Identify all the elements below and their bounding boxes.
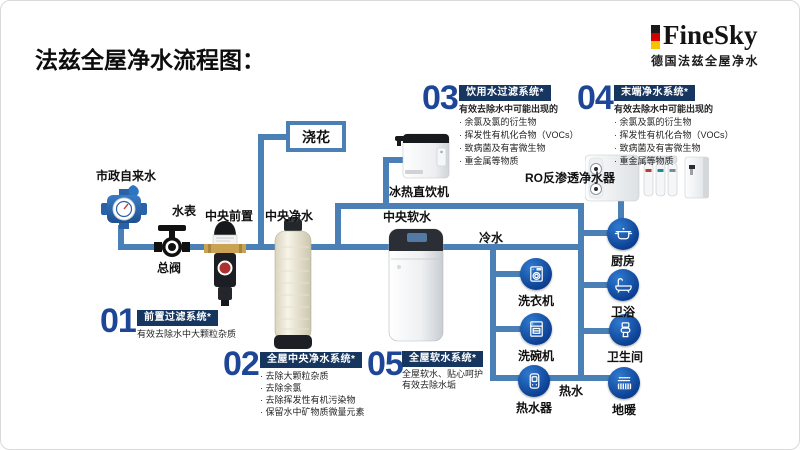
section-03-lines: 有效去除水中可能出现的 · 余氯及氯的衍生物 · 挥发性有机化合物（VOCs） … bbox=[459, 103, 579, 168]
pipe-toilet-stub bbox=[578, 328, 610, 334]
pipe-purified-riser bbox=[335, 203, 341, 247]
cold-water-label: 冷水 bbox=[479, 231, 504, 245]
pipe-dispenser-stub bbox=[383, 157, 403, 163]
floor-heating-label: 地暖 bbox=[611, 403, 636, 417]
section-03-line: · 挥发性有机化合物（VOCs） bbox=[459, 130, 579, 140]
section-01-line: 有效去除水中大颗粒杂质 bbox=[137, 329, 237, 339]
toilet-icon bbox=[620, 321, 630, 337]
bath-label: 卫浴 bbox=[610, 305, 635, 319]
hot-water-label: 热水 bbox=[559, 384, 584, 398]
main-valve-label: 总阀 bbox=[157, 261, 182, 275]
section-04-lines: 有效去除水中可能出现的 · 余氯及氯的衍生物 · 挥发性有机化合物（VOCs） … bbox=[614, 103, 734, 168]
heater-label: 热水器 bbox=[515, 401, 552, 415]
section-03-line: · 余氯及氯的衍生物 bbox=[459, 117, 537, 127]
kitchen-label: 厨房 bbox=[610, 254, 635, 268]
pot-icon bbox=[614, 227, 632, 239]
bathtub-icon bbox=[614, 277, 632, 293]
section-05-line: 有效去除水垢 bbox=[402, 380, 457, 390]
central-prefilter-label: 中央前置 bbox=[205, 209, 254, 223]
section-04-line: · 挥发性有机化合物（VOCs） bbox=[614, 130, 734, 140]
washer-node bbox=[520, 258, 552, 290]
pipe-watering-stub bbox=[258, 134, 288, 140]
water-meter-label: 水表 bbox=[172, 204, 197, 218]
section-02-lines: · 去除大颗粒杂质 · 去除余氯 · 去除挥发性有机污染物 · 保留水中矿物质微… bbox=[260, 370, 365, 418]
section-04-line: · 重金属等物质 bbox=[614, 156, 674, 166]
section-01-number: 01 bbox=[100, 302, 137, 340]
section-05-line: 全屋软水、贴心呵护 bbox=[402, 369, 484, 379]
toilet-label: 卫生间 bbox=[606, 350, 643, 364]
section-04-number: 04 bbox=[577, 79, 614, 117]
pipe-bath-stub bbox=[578, 282, 610, 288]
central-purifier-label: 中央净水 bbox=[265, 209, 314, 223]
pipe-purified-line bbox=[335, 203, 584, 209]
pipe-dispenser-riser bbox=[383, 157, 389, 207]
central-softener-label: 中央软水 bbox=[383, 210, 432, 224]
section-03-line: · 致病菌及有害微生物 bbox=[459, 143, 546, 153]
watering-box: 浇花 bbox=[286, 121, 346, 152]
radiator-icon bbox=[617, 376, 631, 389]
section-02-number: 02 bbox=[223, 345, 260, 383]
german-flag-icon bbox=[651, 25, 660, 49]
pipe-ro-drop bbox=[618, 198, 624, 221]
washing-machine-icon bbox=[529, 265, 543, 282]
brand-subtitle: 德国法兹全屋净水 bbox=[651, 54, 760, 68]
pipe-right-riser bbox=[578, 203, 584, 381]
section-01-title: 前置过滤系统* bbox=[137, 310, 219, 326]
brand-name: FineSky bbox=[663, 20, 758, 50]
brand-logo: FineSky 德国法兹全屋净水 bbox=[651, 21, 759, 69]
pipe-meter-drop bbox=[118, 225, 124, 246]
drinking-machine-device bbox=[395, 133, 450, 179]
pipe-appliance-riser bbox=[490, 244, 496, 381]
central-softener-device bbox=[388, 228, 444, 342]
dishwasher-label: 洗碗机 bbox=[517, 349, 554, 363]
pipe-main-line bbox=[118, 244, 584, 250]
section-03-title: 饮用水过滤系统* bbox=[459, 85, 551, 101]
pipe-kitchen-stub bbox=[578, 230, 610, 236]
pipe-dishwasher-stub bbox=[490, 326, 522, 332]
toilet-node bbox=[609, 314, 641, 346]
central-purifier-tank bbox=[274, 217, 312, 349]
section-03-line: · 重金属等物质 bbox=[459, 156, 519, 166]
water-heater-icon bbox=[529, 372, 539, 389]
water-meter-device bbox=[101, 185, 147, 229]
page-title: 法兹全屋净水流程图： bbox=[35, 47, 265, 73]
section-05-number: 05 bbox=[367, 345, 404, 383]
section-02-line: · 去除余氯 bbox=[260, 383, 302, 393]
section-02-line: · 去除挥发性有机污染物 bbox=[260, 395, 356, 405]
drinking-machine-label: 冰热直饮机 bbox=[389, 185, 450, 199]
section-04-title: 末端净水系统* bbox=[614, 85, 696, 101]
section-02-line: · 去除大颗粒杂质 bbox=[260, 371, 329, 381]
section-03-number: 03 bbox=[422, 79, 459, 117]
section-04-line: · 致病菌及有害微生物 bbox=[614, 143, 701, 153]
section-04-line: 有效去除水中可能出现的 bbox=[614, 104, 714, 114]
section-02-title: 全屋中央净水系统* bbox=[260, 352, 363, 368]
washer-label: 洗衣机 bbox=[517, 294, 554, 308]
main-valve-device bbox=[154, 225, 190, 257]
ro-purifier-devices bbox=[585, 154, 709, 202]
section-05-lines: 全屋软水、贴心呵护 有效去除水垢 bbox=[402, 369, 483, 391]
pipe-hot-line bbox=[490, 375, 616, 381]
bath-node bbox=[607, 269, 639, 301]
section-04-line: · 余氯及氯的衍生物 bbox=[614, 117, 692, 127]
pipe-watering-riser bbox=[258, 134, 264, 247]
central-prefilter-device bbox=[204, 221, 246, 306]
floor-heating-node bbox=[608, 367, 640, 399]
section-03-line: 有效去除水中可能出现的 bbox=[459, 104, 559, 114]
section-02-line: · 保留水中矿物质微量元素 bbox=[260, 407, 365, 417]
source-label: 市政自来水 bbox=[96, 169, 157, 183]
section-01-lines: 有效去除水中大颗粒杂质 bbox=[137, 328, 236, 341]
ro-purifier-label: RO反渗透净水器 bbox=[525, 171, 616, 185]
section-05-title: 全屋软水系统* bbox=[402, 351, 484, 367]
heater-node bbox=[518, 365, 550, 397]
dishwasher-node bbox=[520, 313, 552, 345]
pipe-washer-stub bbox=[490, 271, 522, 277]
kitchen-node bbox=[607, 218, 639, 250]
dishwasher-icon bbox=[529, 320, 543, 337]
